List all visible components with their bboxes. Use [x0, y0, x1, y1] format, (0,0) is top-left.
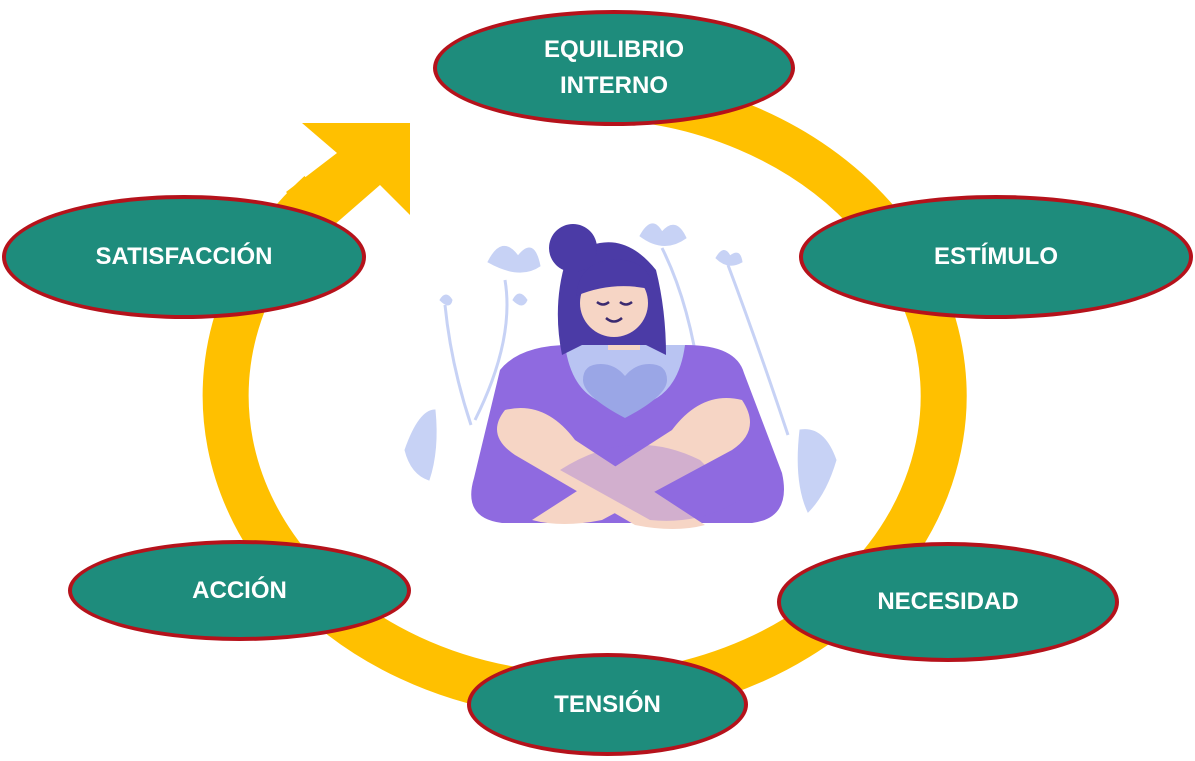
cycle-arrowhead: [286, 123, 410, 232]
stage-satisfaccion: SATISFACCIÓN: [2, 195, 366, 319]
stage-label-line: EQUILIBRIO: [543, 36, 684, 63]
stage-equilibrio-interno: EQUILIBRIO INTERNO: [433, 10, 795, 126]
arm-right: [497, 408, 705, 529]
stage-tension: TENSIÓN: [467, 653, 748, 756]
stage-label: ACCIÓN: [192, 576, 287, 604]
stage-label: ESTÍMULO: [934, 243, 1058, 270]
stage-accion: ACCIÓN: [68, 540, 411, 641]
stage-label: TENSIÓN: [554, 690, 661, 718]
sleeve-overlap: [560, 444, 740, 521]
eyes: [596, 300, 633, 306]
heart-icon: [583, 364, 667, 418]
woman-self-hug-icon: [404, 223, 837, 529]
stage-estimulo: ESTÍMULO: [799, 195, 1193, 319]
smile: [605, 317, 623, 323]
stage-label-line: INTERNO: [559, 72, 668, 99]
stage-label: NECESIDAD: [877, 588, 1019, 615]
hair-bun: [549, 224, 597, 272]
shirt: [471, 345, 784, 523]
stage-necesidad: NECESIDAD: [777, 542, 1119, 662]
stage-label: SATISFACCIÓN: [95, 243, 273, 270]
fringe: [576, 259, 654, 296]
arm-left: [532, 398, 750, 524]
